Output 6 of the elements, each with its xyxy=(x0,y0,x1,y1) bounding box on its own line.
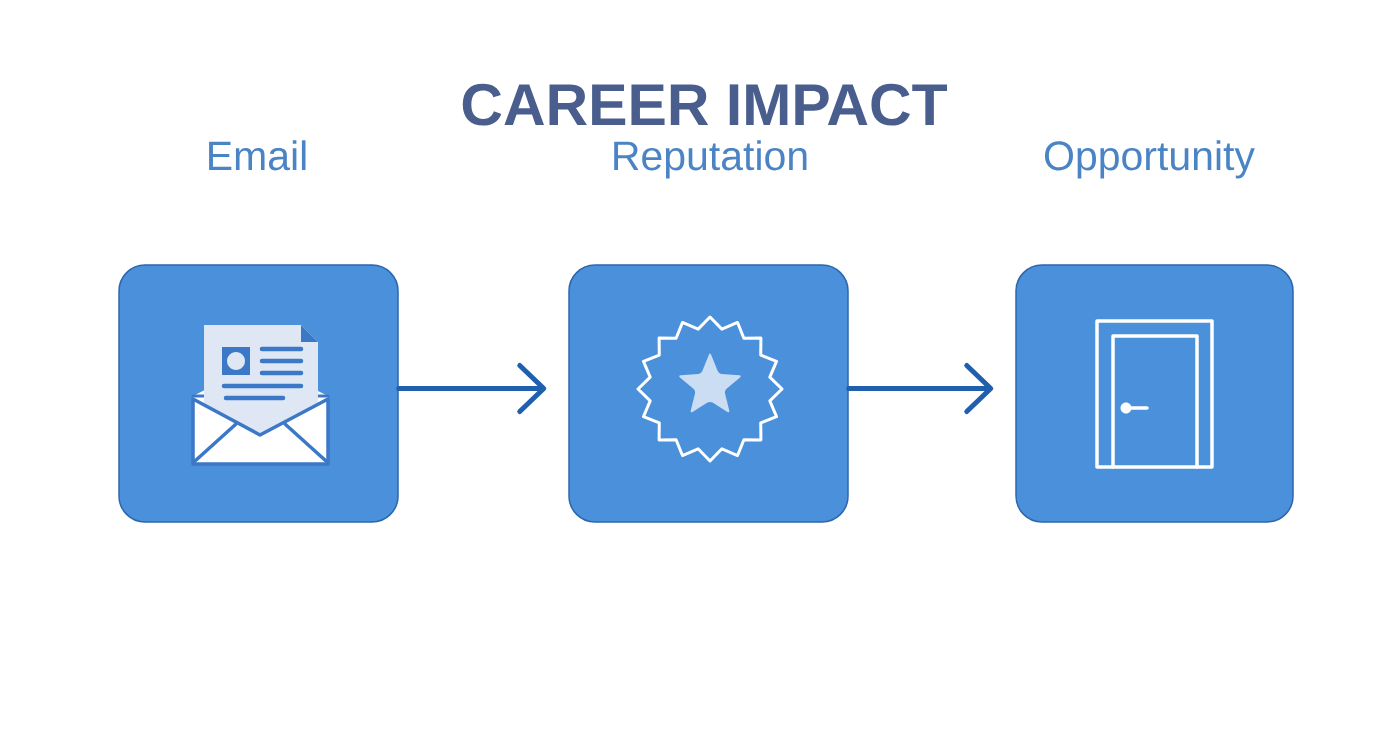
arrow xyxy=(846,363,994,414)
title: CAREER IMPACT xyxy=(462,83,947,126)
box-heading: Reputation xyxy=(614,140,807,179)
box-heading: Opportunity xyxy=(1045,140,1255,179)
box-heading: Email xyxy=(209,140,306,171)
arrow xyxy=(396,363,547,414)
